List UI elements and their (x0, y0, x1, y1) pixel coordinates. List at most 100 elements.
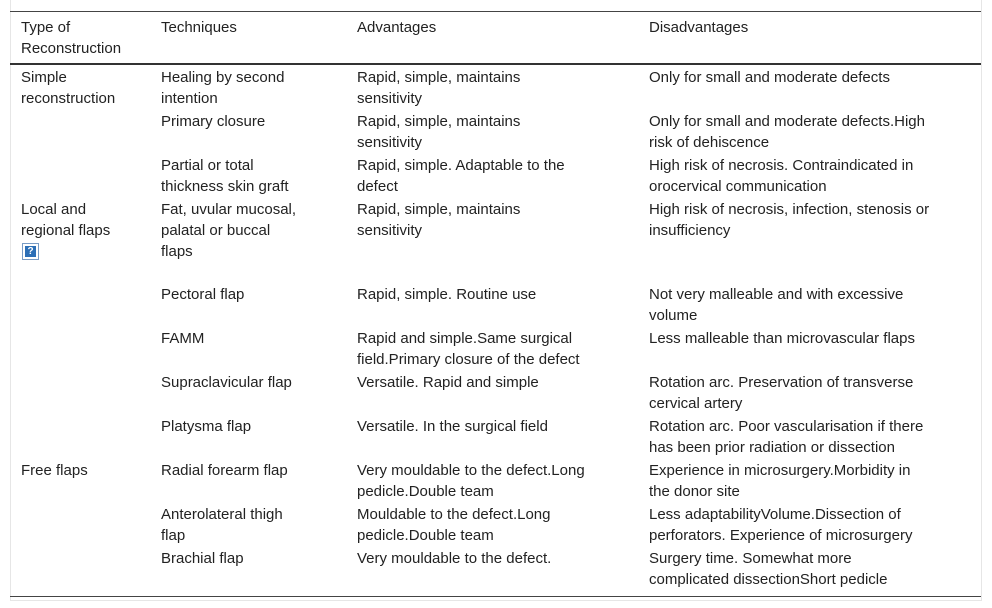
row-9-advantages: Mouldable to the defect.Long pedicle.Dou… (357, 504, 550, 546)
group-line: regional flaps (21, 222, 111, 239)
cell-line: High risk of necrosis. Contraindicated i… (649, 157, 914, 174)
cell-line: Very mouldable to the defect.Long (357, 462, 585, 479)
cell-line: pedicle.Double team (357, 483, 494, 500)
row-6-technique: Supraclavicular flap (161, 372, 292, 393)
cell-line: risk of dehiscence (649, 134, 770, 151)
help-icon[interactable]: ? (22, 243, 39, 260)
cell-line: insufficiency (649, 222, 731, 239)
table-top-rule (10, 11, 981, 12)
row-7-technique: Platysma flap (161, 416, 251, 437)
cell-line: the donor site (649, 483, 740, 500)
cell-line: High risk of necrosis, infection, stenos… (649, 201, 930, 218)
row-1-technique: Primary closure (161, 111, 265, 132)
row-1-advantages: Rapid, simple, maintains sensitivity (357, 111, 520, 153)
row-2-advantages: Rapid, simple. Adaptable to the defect (357, 155, 565, 197)
header-line: Type of (21, 19, 71, 36)
cell-line: Only for small and moderate defects (649, 69, 890, 86)
row-5-disadvantages: Less malleable than microvascular flaps (649, 328, 915, 349)
cell-line: Not very malleable and with excessive (649, 286, 904, 303)
cell-line: Very mouldable to the defect. (357, 550, 552, 567)
cell-line: volume (649, 307, 698, 324)
row-8-disadvantages: Experience in microsurgery.Morbidity in … (649, 460, 910, 502)
help-icon-glyph: ? (25, 246, 36, 257)
row-5-technique: FAMM (161, 328, 204, 349)
cell-line: palatal or buccal (161, 222, 271, 239)
cell-line: Mouldable to the defect.Long (357, 506, 551, 523)
row-3-advantages: Rapid, simple, maintains sensitivity (357, 199, 520, 241)
cell-line: Rapid, simple. Adaptable to the (357, 157, 565, 174)
row-3-disadvantages: High risk of necrosis, infection, stenos… (649, 199, 929, 241)
group-line: reconstruction (21, 90, 116, 107)
row-9-disadvantages: Less adaptabilityVolume.Dissection of pe… (649, 504, 912, 546)
cell-line: Rapid, simple, maintains (357, 201, 521, 218)
cell-line: Experience in microsurgery.Morbidity in (649, 462, 911, 479)
cell-line: Versatile. Rapid and simple (357, 374, 539, 391)
cell-line: Rapid, simple. Routine use (357, 286, 537, 303)
row-9-technique: Anterolateral thigh flap (161, 504, 283, 546)
group-simple-reconstruction: Simple reconstruction (21, 67, 115, 109)
header-techniques: Techniques (161, 17, 237, 38)
table-bottom-rule (10, 596, 981, 597)
header-line: Techniques (161, 19, 237, 36)
header-line: Advantages (357, 19, 437, 36)
cell-line: complicated dissectionShort pedicle (649, 571, 888, 588)
row-0-disadvantages: Only for small and moderate defects (649, 67, 890, 88)
row-7-advantages: Versatile. In the surgical field (357, 416, 548, 437)
row-1-disadvantages: Only for small and moderate defects.High… (649, 111, 925, 153)
cell-line: field.Primary closure of the defect (357, 351, 580, 368)
header-advantages: Advantages (357, 17, 436, 38)
row-6-advantages: Versatile. Rapid and simple (357, 372, 539, 393)
cell-line: Surgery time. Somewhat more (649, 550, 852, 567)
row-8-technique: Radial forearm flap (161, 460, 288, 481)
cell-line: Rotation arc. Preservation of transverse (649, 374, 914, 391)
cell-line: Brachial flap (161, 550, 244, 567)
group-local-regional-flaps: Local and regional flaps (21, 199, 110, 241)
cell-line: cervical artery (649, 395, 743, 412)
row-8-advantages: Very mouldable to the defect.Long pedicl… (357, 460, 585, 502)
cell-line: flaps (161, 243, 193, 260)
cell-line: defect (357, 178, 398, 195)
header-disadvantages: Disadvantages (649, 17, 748, 38)
cell-line: Radial forearm flap (161, 462, 288, 479)
row-2-disadvantages: High risk of necrosis. Contraindicated i… (649, 155, 913, 197)
group-line: Free flaps (21, 462, 88, 479)
cell-line: Versatile. In the surgical field (357, 418, 548, 435)
row-7-disadvantages: Rotation arc. Poor vascularisation if th… (649, 416, 923, 458)
table-header-rule (10, 63, 981, 65)
header-line: Reconstruction (21, 40, 122, 57)
cell-line: Healing by second (161, 69, 285, 86)
cell-line: Partial or total (161, 157, 254, 174)
row-10-advantages: Very mouldable to the defect. (357, 548, 551, 569)
cell-line: intention (161, 90, 218, 107)
row-4-disadvantages: Not very malleable and with excessive vo… (649, 284, 903, 326)
cell-line: Primary closure (161, 113, 266, 130)
cell-line: FAMM (161, 330, 205, 347)
group-line: Local and (21, 201, 87, 218)
cell-line: pedicle.Double team (357, 527, 494, 544)
cell-line: Rotation arc. Poor vascularisation if th… (649, 418, 924, 435)
row-2-technique: Partial or total thickness skin graft (161, 155, 289, 197)
cell-line: Only for small and moderate defects.High (649, 113, 925, 130)
row-0-advantages: Rapid, simple, maintains sensitivity (357, 67, 520, 109)
cell-line: Rapid, simple, maintains (357, 69, 521, 86)
row-3-technique: Fat, uvular mucosal, palatal or buccal f… (161, 199, 296, 262)
cell-line: perforators. Experience of microsurgery (649, 527, 913, 544)
cell-line: sensitivity (357, 222, 423, 239)
cell-line: Rapid and simple.Same surgical (357, 330, 573, 347)
cell-line: flap (161, 527, 186, 544)
cell-line: Platysma flap (161, 418, 252, 435)
cell-line: Supraclavicular flap (161, 374, 292, 391)
header-line: Disadvantages (649, 19, 749, 36)
cell-line: Less malleable than microvascular flaps (649, 330, 915, 347)
cell-line: sensitivity (357, 134, 423, 151)
cell-line: orocervical communication (649, 178, 827, 195)
cell-line: has been prior radiation or dissection (649, 439, 895, 456)
row-6-disadvantages: Rotation arc. Preservation of transverse… (649, 372, 913, 414)
group-free-flaps: Free flaps (21, 460, 88, 481)
row-0-technique: Healing by second intention (161, 67, 284, 109)
row-10-technique: Brachial flap (161, 548, 244, 569)
row-4-advantages: Rapid, simple. Routine use (357, 284, 536, 305)
row-5-advantages: Rapid and simple.Same surgical field.Pri… (357, 328, 580, 370)
header-type-of-reconstruction: Type of Reconstruction (21, 17, 121, 59)
table-frame (10, 0, 982, 601)
